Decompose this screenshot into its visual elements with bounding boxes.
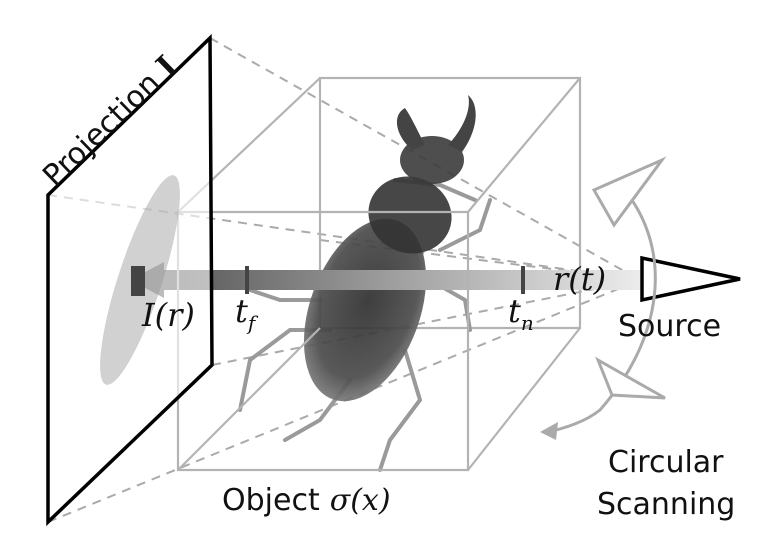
- t-far-label: tf: [235, 292, 259, 335]
- beetle-volume: [238, 95, 492, 472]
- scan-arc: [547, 183, 657, 434]
- scan-label-line1: Circular: [608, 445, 724, 480]
- ghost-source-top-icon: [591, 156, 667, 228]
- circular-scanning-indicator: [540, 156, 667, 440]
- ghost-source-bottom-icon: [595, 356, 666, 400]
- scan-label-line2: Scanning: [597, 487, 735, 522]
- ray-label: r(t): [553, 260, 606, 298]
- source-icon: [640, 255, 741, 303]
- source-label: Source: [618, 309, 721, 344]
- t-near-label: tn: [508, 292, 534, 335]
- detector-pixel: [131, 266, 145, 296]
- intensity-label: I(r): [141, 296, 195, 334]
- arrow-head-icon: [540, 422, 558, 440]
- ray-tick-marks: [245, 266, 525, 294]
- projection-plane: [46, 33, 214, 527]
